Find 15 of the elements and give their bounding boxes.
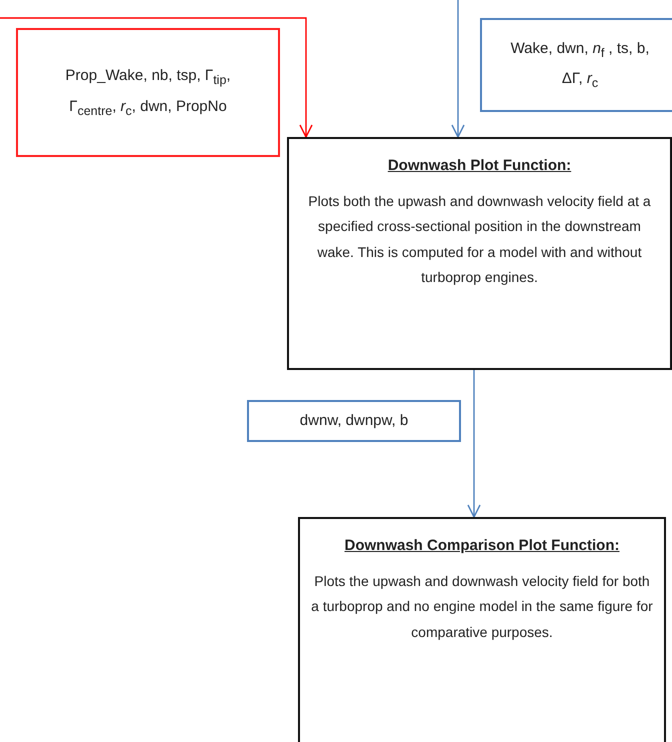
parameter-list: dwnw, dwnpw, b xyxy=(286,407,422,435)
arrow xyxy=(451,0,465,138)
process-box xyxy=(298,517,666,742)
parameter-list: Wake, dwn, n$_{f}$ , ts, b, ΔΓ, r$_{c}$ xyxy=(492,34,668,96)
parameter-box xyxy=(247,400,461,442)
box-description: Plots the upwash and downwash velocity field for both a turboprop and no engine model in the same figure for comparative purposes. xyxy=(310,572,654,642)
box-description: Plots both the upwash and downwash velocity field at a specified cross-sectional position in the downstream wake. This is computed for a model with and without turboprop engines. xyxy=(307,192,652,287)
parameter-list: Prop_Wake, nb, tsp, Γ$_{tip}$, Γ$_{centre}$, r$_{c}$, dwn, PropNo xyxy=(28,62,268,123)
process-box xyxy=(287,137,672,370)
parameter-box xyxy=(16,28,280,157)
arrow xyxy=(0,17,313,138)
box-heading: Downwash Comparison Plot Function: xyxy=(344,536,620,556)
parameter-box xyxy=(480,18,672,112)
arrow xyxy=(467,370,481,518)
box-heading: Downwash Plot Function: xyxy=(388,156,572,176)
